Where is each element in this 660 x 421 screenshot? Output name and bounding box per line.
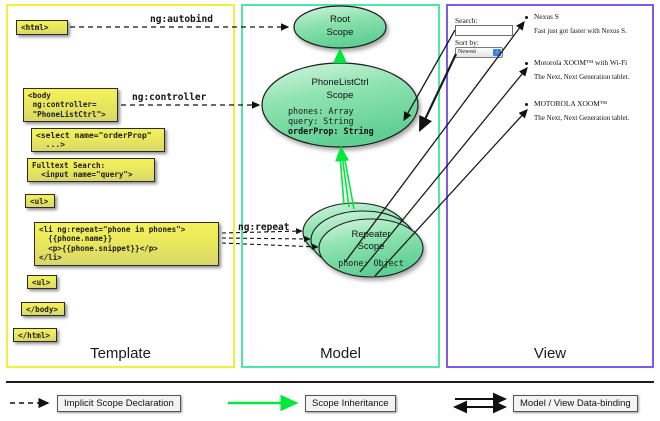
code-box-li-ng-repeat: <li ng:repeat="phone in phones"> {{phone… <box>34 222 219 266</box>
column-label-view: View <box>533 345 567 362</box>
code-box-html-open: <html> <box>16 20 68 35</box>
column-model: Model <box>241 4 440 368</box>
legend-divider <box>6 381 654 383</box>
view-phone-name[interactable]: MOTOROLA XOOM™ <box>534 99 608 108</box>
view-phone-snippet: Fast just got faster with Nexus S. <box>534 27 627 35</box>
connector-label-ng-repeat: ng:repeat <box>238 222 290 233</box>
view-phone-name[interactable]: Nexus S <box>534 12 559 21</box>
connector-label-ng-controller: ng:controller <box>132 92 207 103</box>
view-search-label: Search: <box>455 16 478 25</box>
legend-arrow-double <box>453 392 507 414</box>
legend-item-implicit-scope-declaration: Implicit Scope Declaration <box>57 395 181 412</box>
list-bullet <box>525 103 528 106</box>
code-box-select: <select name="orderProp" ...> <box>31 128 165 152</box>
view-sort-selected-value: Newest <box>458 49 476 55</box>
select-arrows-icon: ↕ <box>493 49 501 56</box>
connector-label-ng-autobind: ng:autobind <box>150 14 213 25</box>
view-phone-name[interactable]: Motorola XOOM™ with Wi-Fi <box>534 58 628 67</box>
column-label-model: Model <box>320 345 361 362</box>
code-box-ul-open: <ul> <box>25 194 55 208</box>
code-box-body-close: </body> <box>21 302 65 316</box>
list-bullet <box>525 62 528 65</box>
code-box-html-close: </html> <box>13 328 57 342</box>
legend-item-model-view-data-binding: Model / View Data-binding <box>513 395 638 412</box>
list-bullet <box>525 16 528 19</box>
view-sort-select[interactable]: Newest ↕ <box>455 47 503 58</box>
code-box-fulltext-search: Fulltext Search: <input name="query"> <box>27 158 155 182</box>
view-phone-snippet: The Next, Next Generation tablet. <box>534 73 630 81</box>
legend-item-scope-inheritance: Scope Inheritance <box>305 395 396 412</box>
code-box-body-open: <body ng:controller= "PhoneListCtrl"> <box>23 88 118 122</box>
view-phone-snippet: The Next, Next Generation tablet. <box>534 114 630 122</box>
code-box-ul-close: <ul> <box>27 275 57 289</box>
column-label-template: Template <box>90 345 151 362</box>
view-search-input[interactable] <box>455 25 513 36</box>
view-sort-label: Sort by: <box>455 38 479 47</box>
